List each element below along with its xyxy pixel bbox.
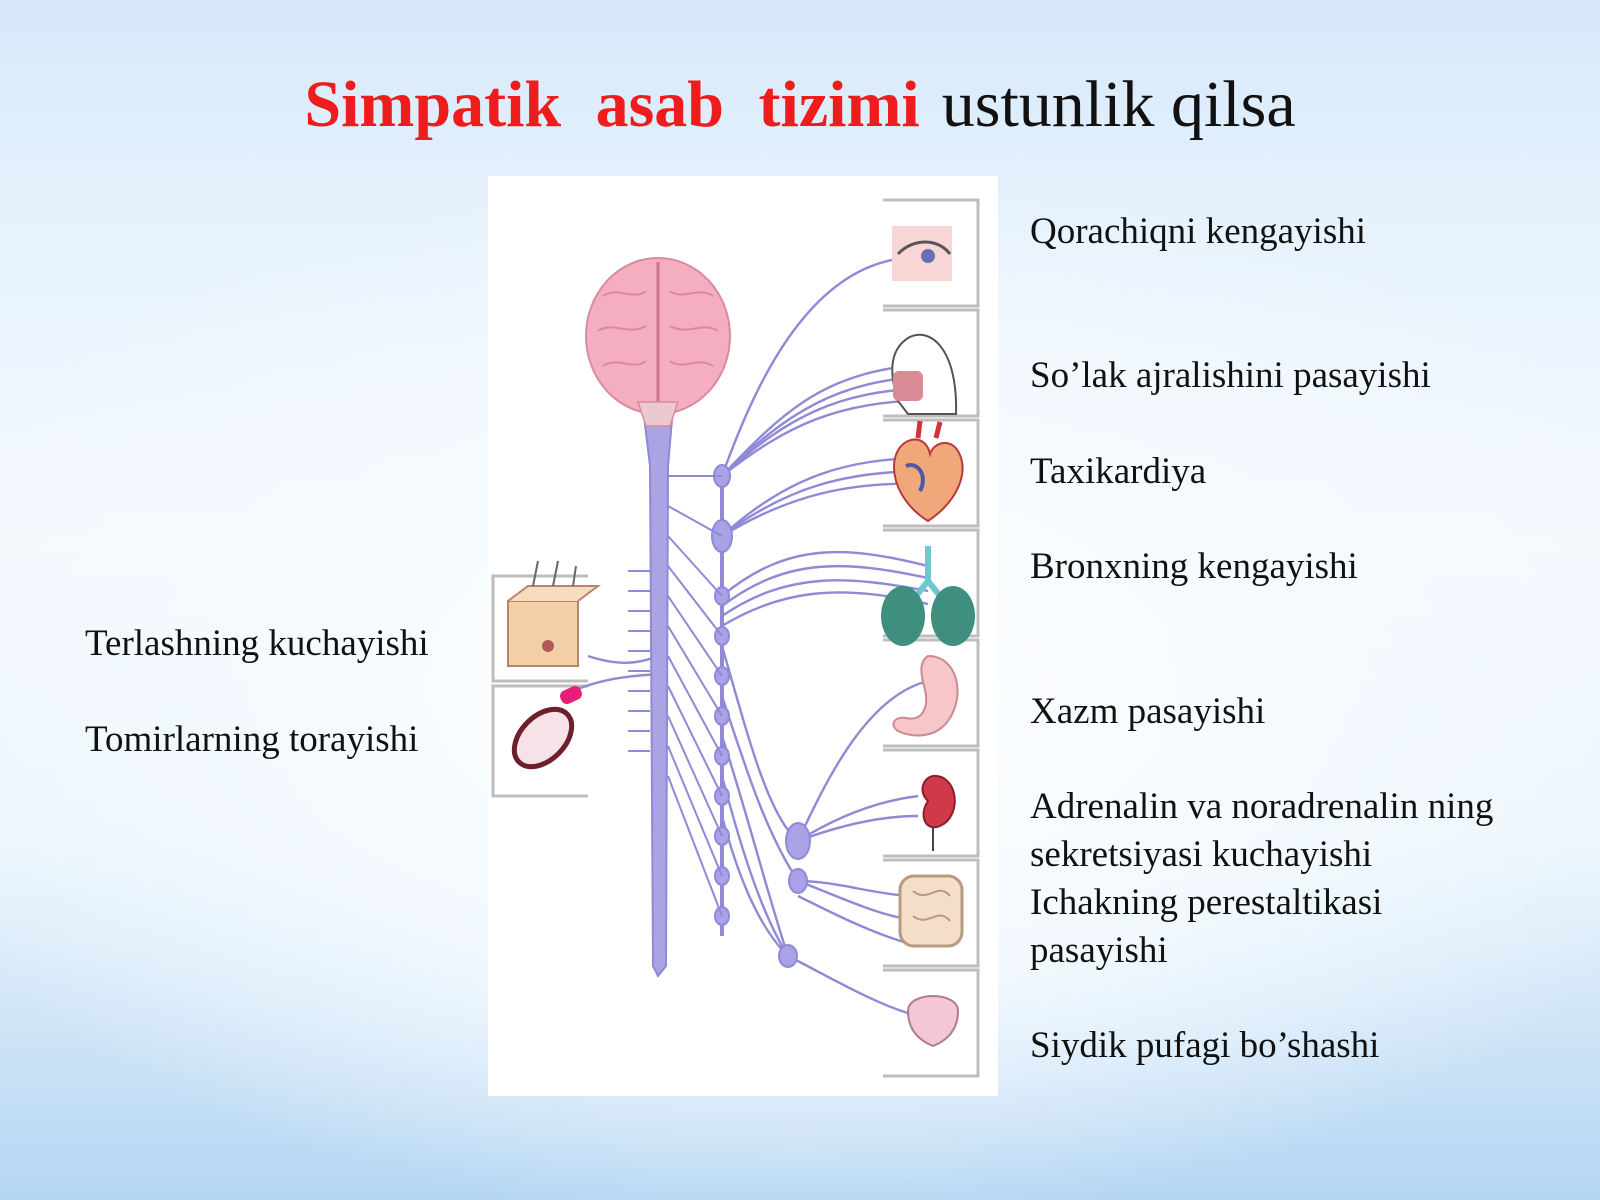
label-tachycardia: Taxikardiya <box>1030 451 1207 492</box>
label-bladder-relaxation: Siydik pufagi bo’shashi <box>1030 1025 1380 1066</box>
label-adrenaline-secretion: Adrenalin va noradrenalin ning sekretsiy… <box>1030 786 1494 875</box>
sympathetic-nervous-system-illustration <box>488 176 998 1096</box>
title-rest: ustunlik qilsa <box>941 68 1296 141</box>
blood-vessel-icon <box>511 685 582 770</box>
intestine-icon <box>898 874 964 948</box>
brain-icon <box>585 257 731 427</box>
bladder-icon <box>906 995 960 1048</box>
skin-icon <box>507 560 601 667</box>
label-vasoconstriction: Tomirlarning torayishi <box>85 719 419 760</box>
label-sweating-increase: Terlashning kuchayishi <box>85 623 429 664</box>
heart-icon <box>893 420 964 523</box>
lungs-icon <box>881 546 975 646</box>
stomach-icon <box>892 654 959 737</box>
organ-boxes <box>491 198 980 1078</box>
adrenal-kidney-icon <box>921 774 956 851</box>
label-salivation-decrease: So’lak ajralishini pasayishi <box>1030 355 1431 396</box>
head-salivary-icon <box>891 333 958 415</box>
label-pupil-dilation: Qorachiqni kengayishi <box>1030 211 1366 252</box>
label-bronchodilation: Bronxning kengayishi <box>1030 546 1358 587</box>
spinal-rami <box>667 475 723 917</box>
eye-icon <box>892 226 952 281</box>
title-emphasis: Simpatik asab tizimi <box>304 68 920 141</box>
label-intestinal-peristalsis: Ichakning perestaltikasi pasayishi <box>1030 882 1383 971</box>
label-digestion-decrease: Xazm pasayishi <box>1030 691 1266 732</box>
